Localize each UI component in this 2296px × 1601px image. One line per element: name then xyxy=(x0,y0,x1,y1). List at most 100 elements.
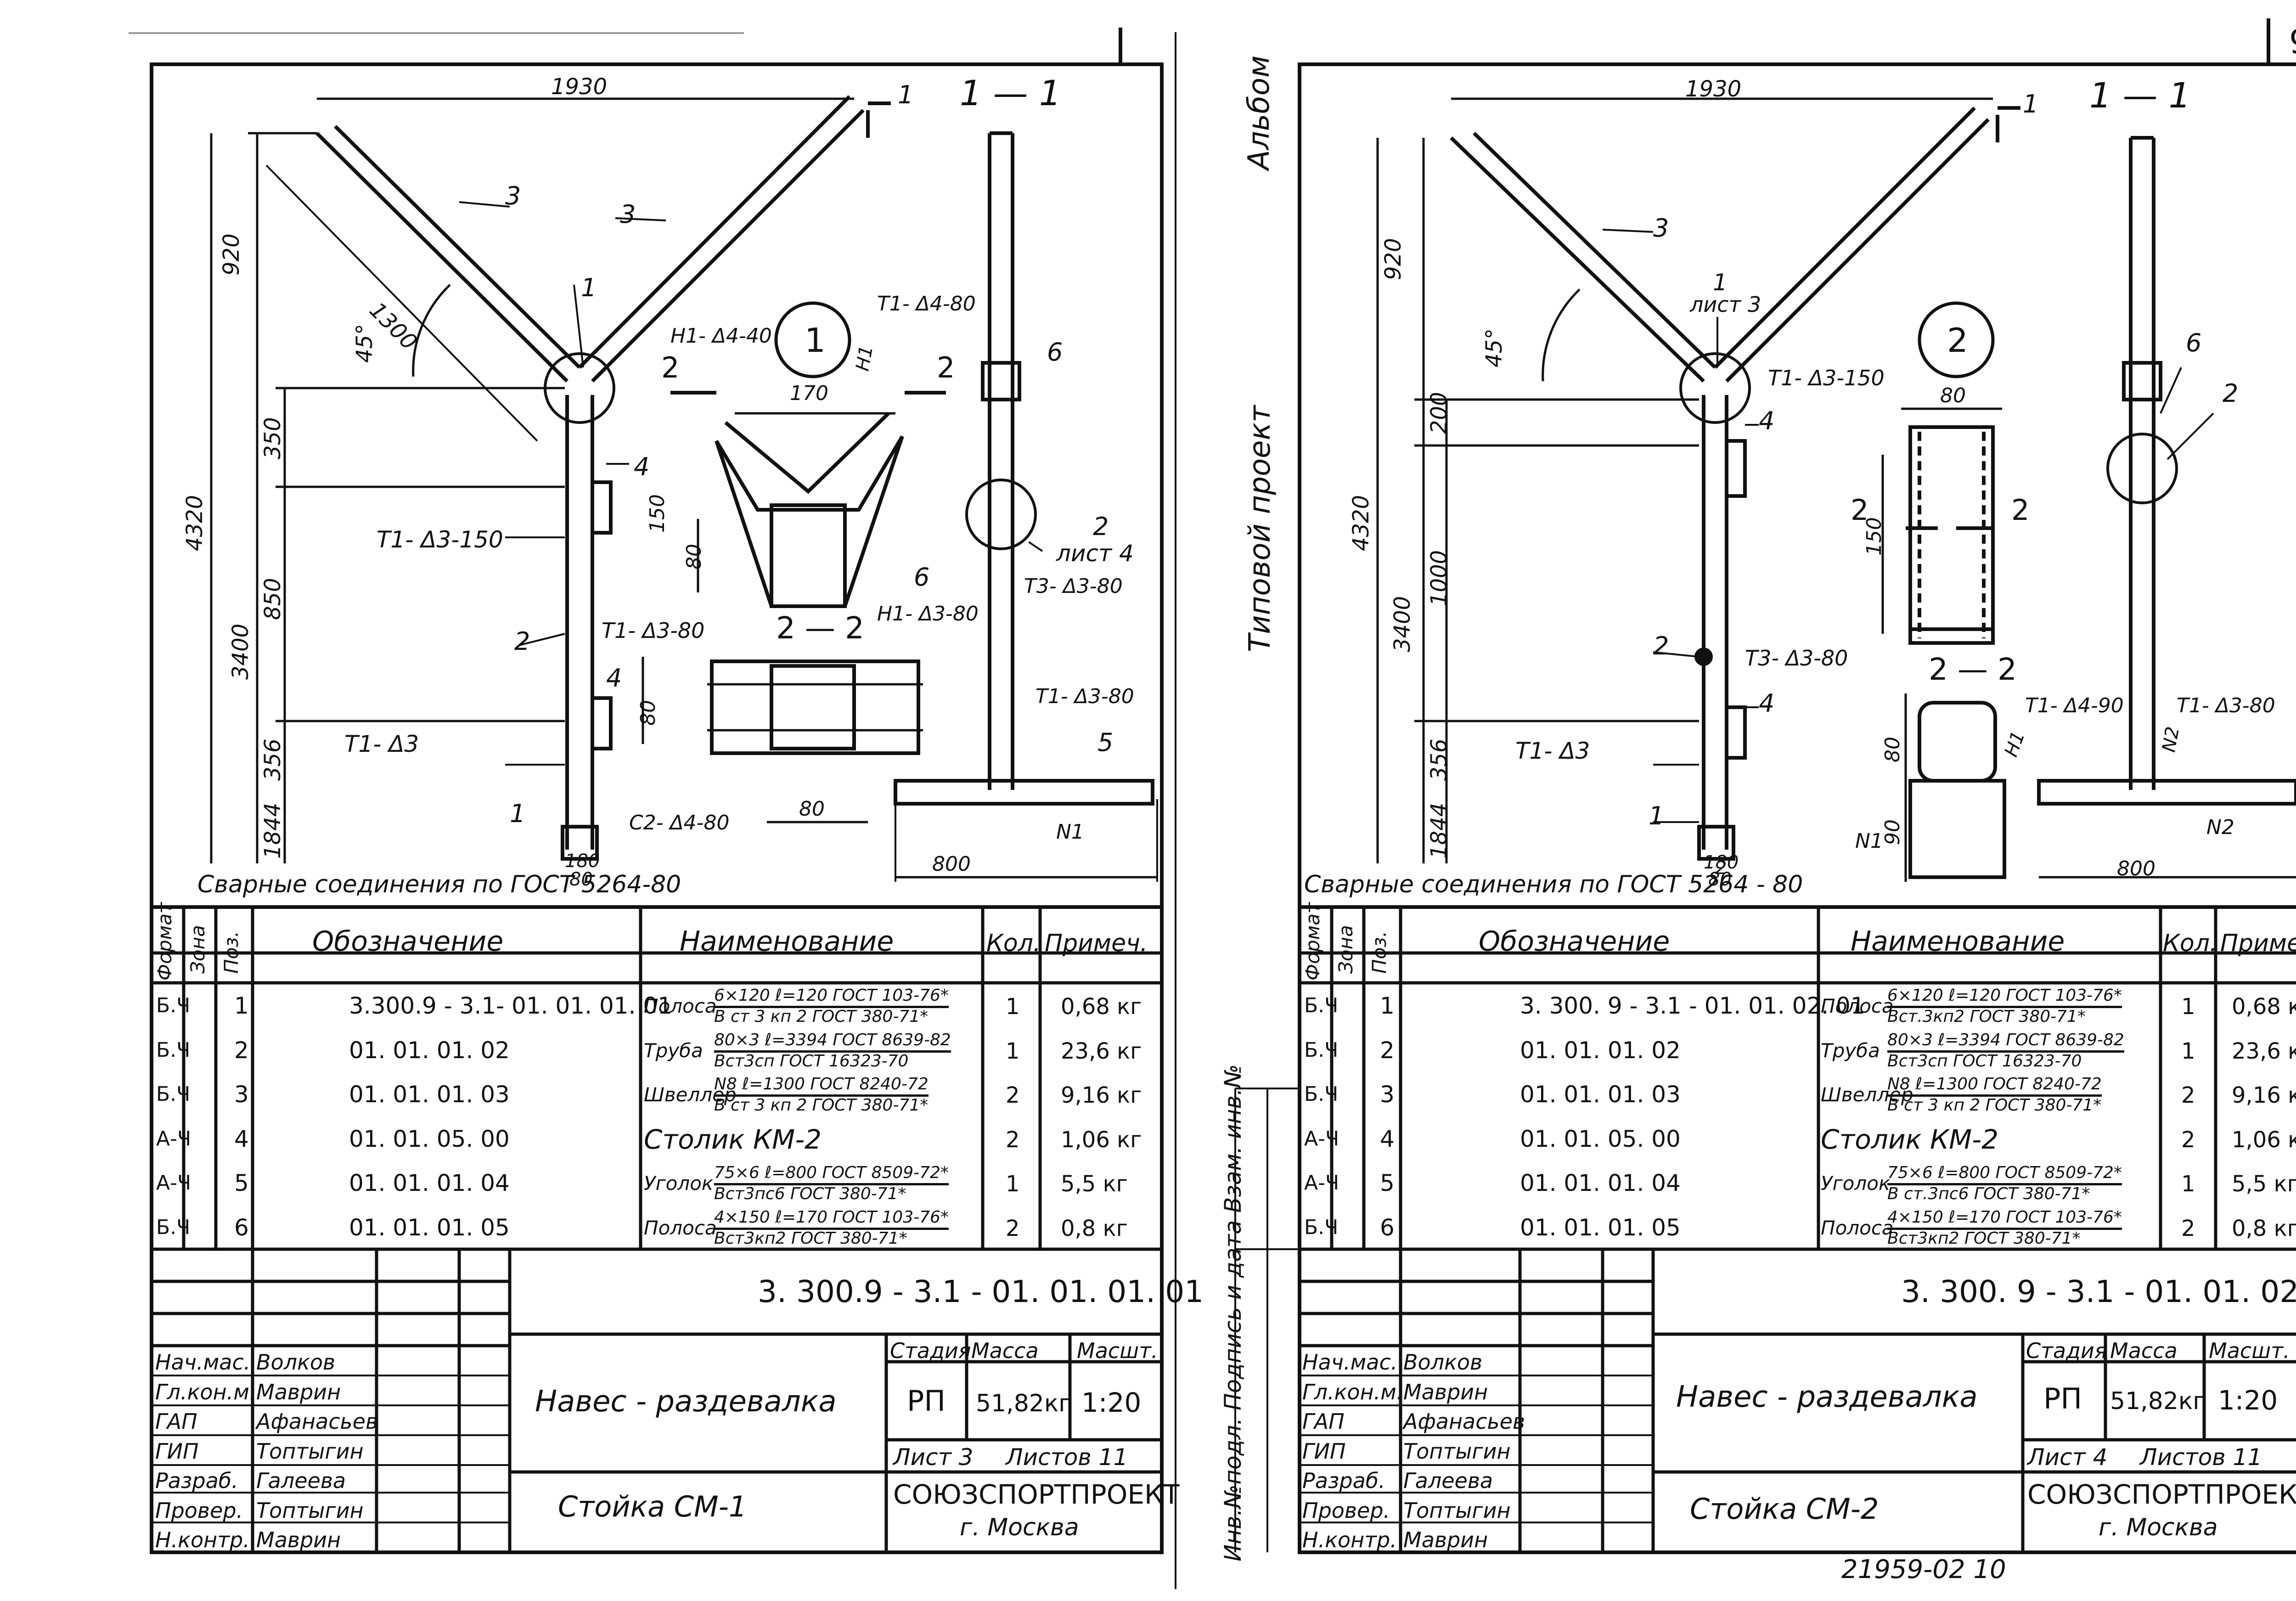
signature-role: Провер. xyxy=(155,1498,243,1523)
signature-name: Маврин xyxy=(256,1379,341,1404)
row-qty: 2 xyxy=(1006,1216,1020,1241)
row-qty: 1 xyxy=(1006,1171,1020,1197)
signature-name: Топтыгин xyxy=(1403,1438,1511,1464)
callout: 2 xyxy=(661,351,680,384)
row-name-top: 80×3 ℓ=3394 ГОСТ 8639-82 xyxy=(1887,1032,2124,1053)
row-qty: 2 xyxy=(2181,1216,2195,1241)
col-pos: Поз. xyxy=(220,931,242,974)
org-name: СОЮЗСПОРТПРОЕКТ xyxy=(893,1479,1180,1510)
row-pos: 5 xyxy=(234,1170,249,1197)
signature-name: Волков xyxy=(1403,1350,1483,1375)
row-format: А-Ч xyxy=(156,1171,191,1195)
signature-role: Гл.кон.м. xyxy=(1302,1379,1403,1404)
dimension: 850 xyxy=(260,578,286,620)
callout: Т1- Δ3-80 xyxy=(2177,694,2275,717)
row-qty: 2 xyxy=(1006,1127,1020,1153)
section-label: 1 — 1 xyxy=(2089,75,2191,116)
dimension: 80 xyxy=(1708,869,1732,890)
callout: 3 xyxy=(620,200,636,229)
callout: 2 xyxy=(937,351,955,384)
row-designation: 01. 01. 01. 02 xyxy=(349,1037,510,1064)
col-name: Наименование xyxy=(680,925,894,958)
callout: 1 xyxy=(1649,801,1665,830)
row-qty: 2 xyxy=(2181,1127,2195,1153)
callout: 3 xyxy=(505,181,521,210)
row-name-main: Труба xyxy=(644,1039,703,1062)
signature-name: Маврин xyxy=(1403,1528,1488,1552)
callout: N2 xyxy=(2206,816,2234,839)
dimension: 80 xyxy=(569,869,593,890)
callout: 2 xyxy=(2223,379,2239,408)
signature-role: Н.контр. xyxy=(155,1528,250,1552)
org-name: СОЮЗСПОРТПРОЕКТ xyxy=(2027,1479,2296,1510)
dimension: 45° xyxy=(1481,328,1507,367)
col-qty: Кол. xyxy=(986,930,1041,957)
row-name-top: 6×120 ℓ=120 ГОСТ 103-76* xyxy=(1887,987,2122,1008)
scale: 1:20 xyxy=(1081,1387,1142,1418)
row-note: 5,5 кг xyxy=(1061,1171,1128,1197)
row-pos: 2 xyxy=(1380,1037,1395,1064)
project-name: Навес - раздевалка xyxy=(535,1385,837,1419)
project-name: Навес - раздевалка xyxy=(1676,1380,1978,1414)
signature-name: Афанасьев xyxy=(256,1409,378,1434)
row-name-bottom: В ст 3 кп 2 ГОСТ 380-71* xyxy=(714,1096,929,1115)
row-designation: 3.300.9 - 3.1- 01. 01. 01. 01 xyxy=(349,992,672,1019)
signature-role: ГАП xyxy=(155,1409,197,1434)
row-note: 5,5 кг xyxy=(2232,1171,2296,1197)
page-number: 9 xyxy=(2289,25,2296,58)
stage-label: Стадия xyxy=(2026,1338,2107,1363)
row-format: А-Ч xyxy=(1304,1171,1339,1195)
signature-name: Топтыгин xyxy=(256,1438,364,1464)
weld-note: Сварные соединения по ГОСТ 5264 - 80 xyxy=(1304,871,1803,898)
row-note: 9,16 кг xyxy=(1061,1082,1142,1109)
dimension: 80 xyxy=(1881,737,1904,762)
callout: 2 xyxy=(1093,512,1109,541)
callout: Н1 xyxy=(852,344,878,373)
row-name-top: 75×6 ℓ=800 ГОСТ 8509-72* xyxy=(1887,1165,2122,1186)
row-name-top: 80×3 ℓ=3394 ГОСТ 8639-82 xyxy=(714,1032,951,1053)
callout: 4 xyxy=(634,452,650,481)
callout: Т1- Δ3 xyxy=(1515,738,1590,764)
callout: 6 xyxy=(1047,338,1063,366)
row-name-bottom: Вст3кп2 ГОСТ 380-71* xyxy=(1887,1229,2081,1248)
col-zone: Зона xyxy=(1334,925,1357,974)
row-format: А-Ч xyxy=(156,1127,191,1150)
dimension: 80 xyxy=(799,797,825,821)
callout: 4 xyxy=(606,664,622,693)
dimension: 1000 xyxy=(1426,550,1452,606)
signature-name: Маврин xyxy=(256,1528,341,1552)
row-name-top: 75×6 ℓ=800 ГОСТ 8509-72* xyxy=(714,1165,949,1186)
dimension: 920 xyxy=(219,233,244,276)
row-pos: 5 xyxy=(1380,1170,1395,1197)
weld-note: Сварные соединения по ГОСТ 5264-80 xyxy=(197,871,681,898)
callout: Т1- Δ3-80 xyxy=(602,618,705,643)
dimension: 1930 xyxy=(1685,76,1742,102)
row-designation: 3. 300. 9 - 3.1 - 01. 01. 02. 01 xyxy=(1520,992,1865,1019)
dimension: 180 xyxy=(1704,852,1739,873)
signature-role: Н.контр. xyxy=(1302,1528,1397,1552)
row-note: 9,16 кг xyxy=(2232,1082,2296,1109)
callout: 2 — 2 xyxy=(776,610,864,646)
dimension: 1844 xyxy=(260,802,286,859)
dimension: 800 xyxy=(2117,857,2155,880)
dimension: 1844 xyxy=(1426,802,1452,859)
row-note: 0,68 кг xyxy=(1061,994,1142,1020)
callout: 2 — 2 xyxy=(1929,652,2017,687)
row-format: Б.Ч xyxy=(1304,1082,1339,1106)
row-name-main: Полоса xyxy=(644,995,717,1017)
signature-name: Галеева xyxy=(1403,1468,1493,1493)
col-designation: Обозначение xyxy=(1479,925,1670,958)
dimension: 800 xyxy=(932,852,971,876)
row-designation: 01. 01. 01. 03 xyxy=(1520,1081,1681,1108)
dimension: 90 xyxy=(1881,819,1904,845)
signature-name: Топтыгин xyxy=(256,1498,364,1523)
col-note: Примеч. xyxy=(1045,930,1148,957)
stage: РП xyxy=(2043,1382,2082,1415)
dimension: 80 xyxy=(1940,384,1966,407)
callout: 6 xyxy=(914,563,930,592)
callout: С2- Δ4-80 xyxy=(629,811,730,834)
col-pos: Поз. xyxy=(1368,931,1390,974)
row-pos: 6 xyxy=(234,1214,249,1241)
doc-code: 3. 300. 9 - 3.1 - 01. 01. 02. 00 xyxy=(1901,1274,2296,1309)
dimension: 3400 xyxy=(228,623,253,680)
